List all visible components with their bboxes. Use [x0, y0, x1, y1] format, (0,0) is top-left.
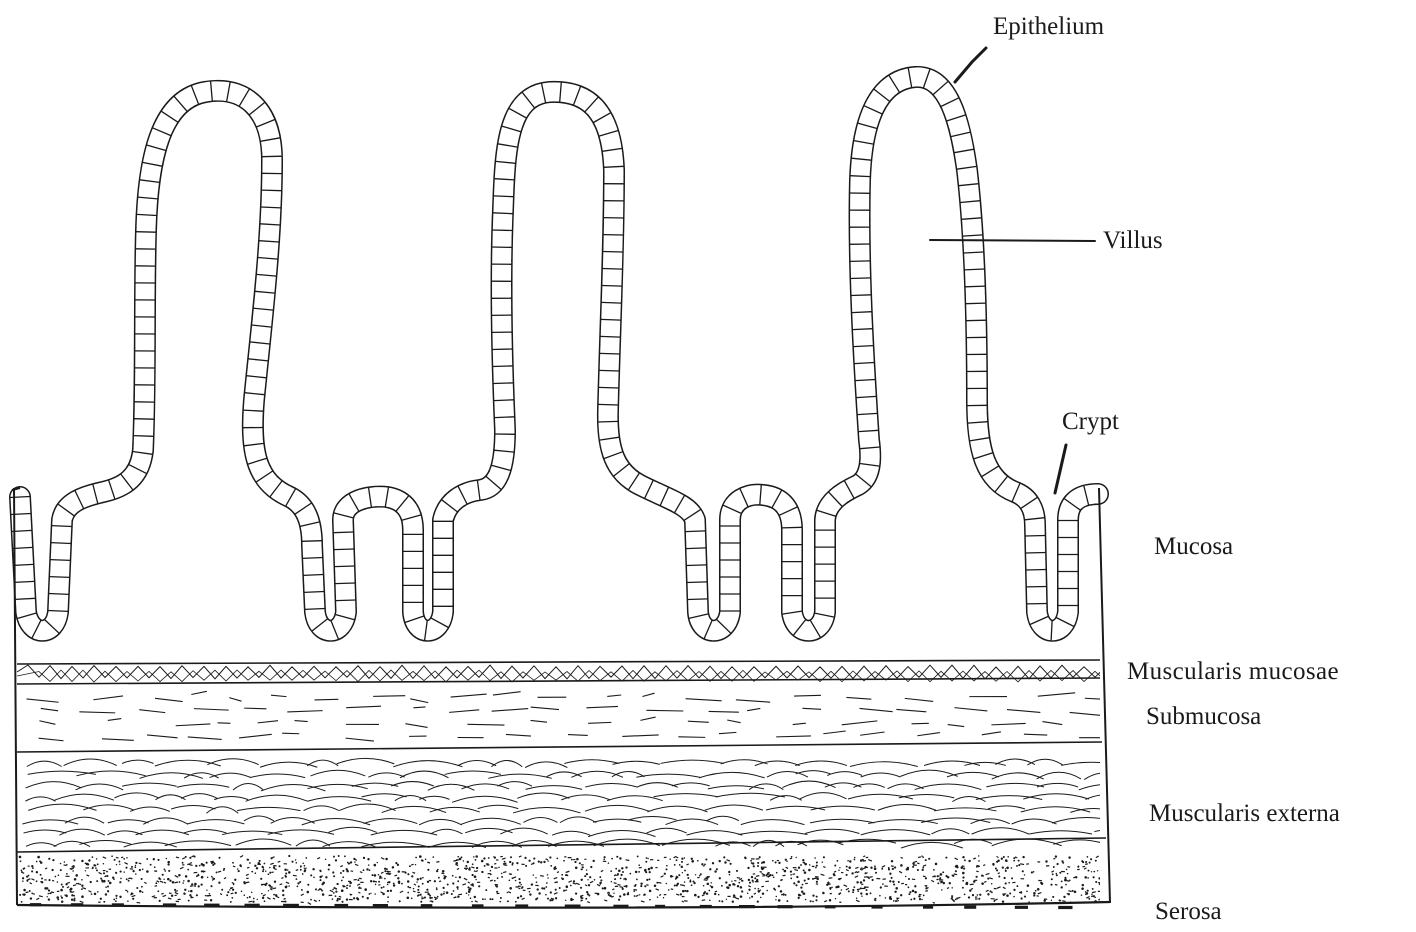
serosa-label: Serosa: [1155, 899, 1222, 924]
mucosa-epithelium-outline: [10, 68, 1098, 641]
crypt-leader: [1055, 445, 1066, 493]
serosa-texture: [19, 855, 1107, 905]
epithelium-leader: [955, 48, 986, 82]
epithelium-layer: [20, 77, 1098, 631]
submucosa-lower-line: [17, 742, 1102, 752]
submucosa-texture: [27, 691, 1120, 741]
epithelium-label: Epithelium: [993, 14, 1104, 39]
villus-leader: [930, 240, 1095, 241]
muscularis-mucosae-label: Muscularis mucosae: [1127, 659, 1416, 684]
villus-label: Villus: [1103, 228, 1163, 253]
muscularis-externa-label: Muscularis externa: [1149, 801, 1416, 826]
crypt-label: Crypt: [1062, 409, 1119, 434]
mucosa-lower-line: [17, 660, 1100, 664]
mucosa-label: Mucosa: [1154, 534, 1233, 559]
epithelium-lumen: [20, 77, 1098, 631]
muscularis-externa-texture: [22, 758, 1151, 848]
serosa-lower-line: [17, 902, 1110, 908]
muscularis-externa-lower-line: [17, 838, 1106, 852]
submucosa-label: Submucosa: [1146, 704, 1261, 729]
